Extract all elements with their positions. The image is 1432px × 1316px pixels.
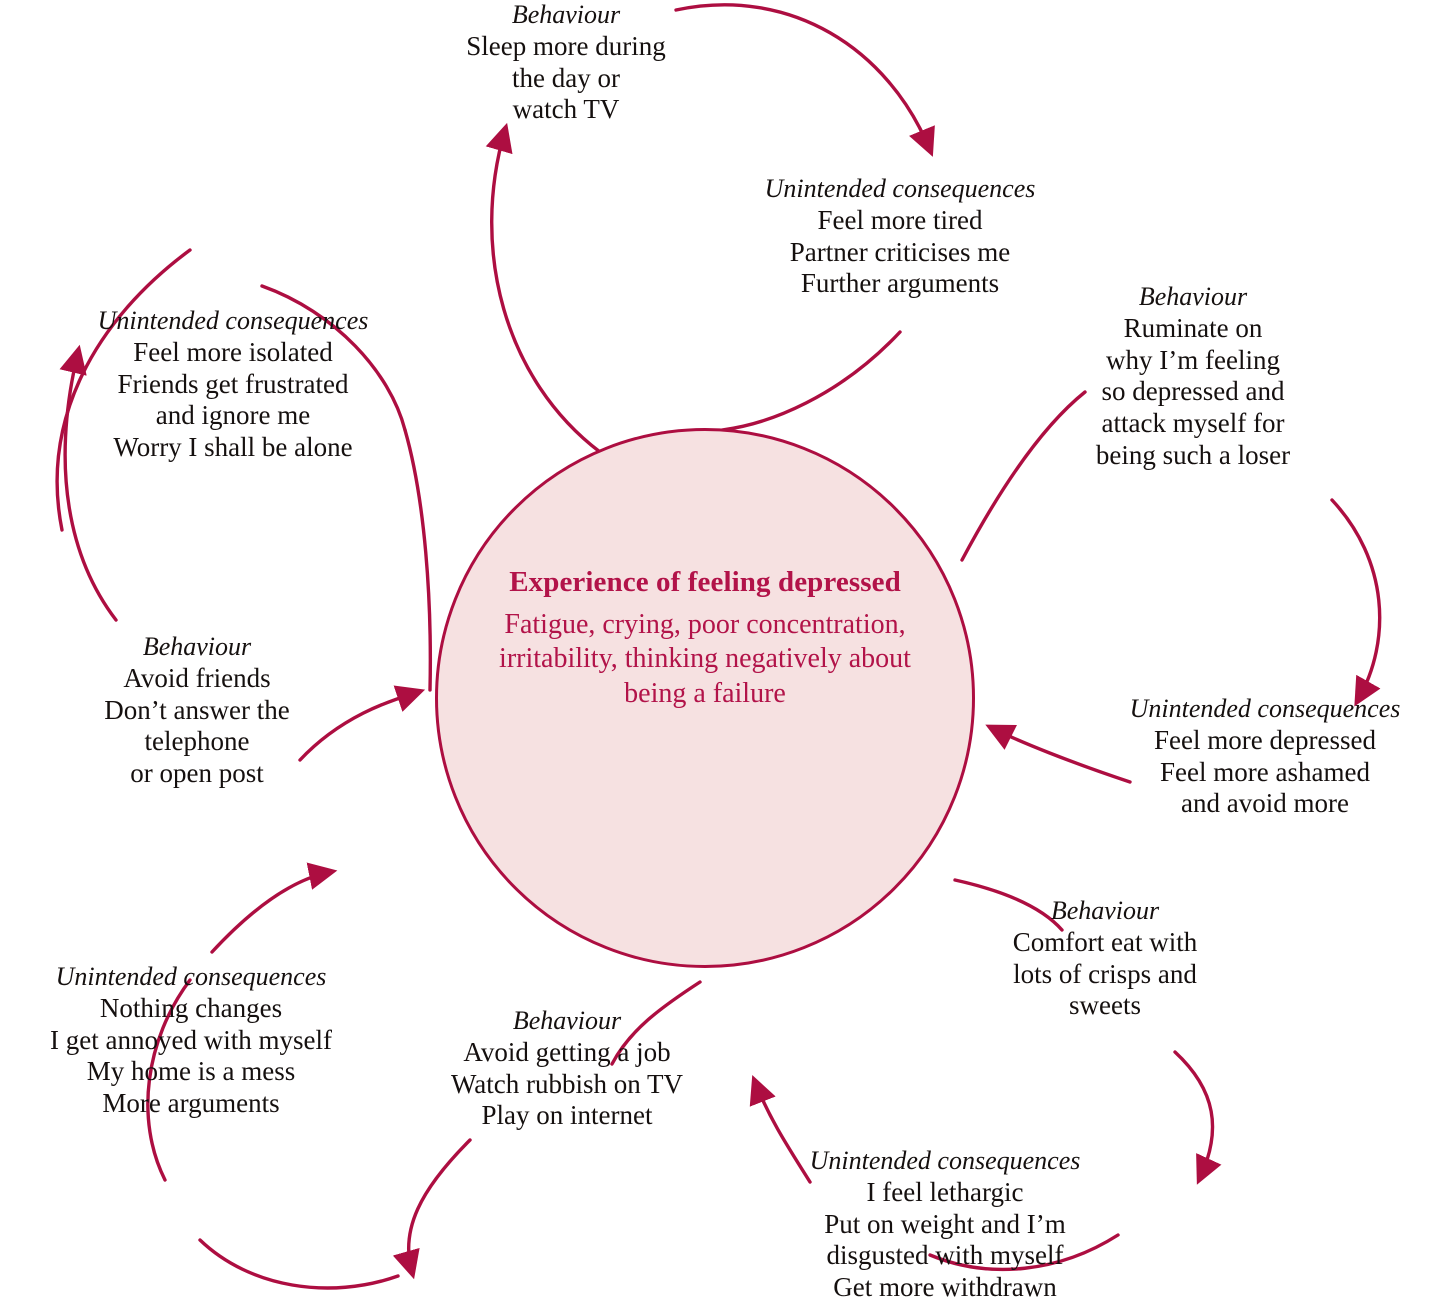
arc-bl-consequences-upper: [146, 978, 192, 1182]
arc-top-behaviour-to-consequences: [674, 3, 935, 157]
arc-bottom-consequences-return: [198, 1238, 400, 1290]
node-line: being such a loser: [1095, 440, 1291, 471]
node-line: Watch rubbish on TV: [450, 1068, 684, 1099]
arc-top-consequences-to-centre: [720, 330, 902, 432]
node-line: watch TV: [512, 94, 620, 125]
node-line: and ignore me: [155, 400, 311, 431]
node-line: Feel more depressed: [1154, 724, 1376, 755]
centre-title-line: feeling depressed: [687, 566, 901, 598]
node-kind-label: Unintended consequences: [55, 962, 327, 991]
node-line: I feel lethargic: [866, 1176, 1024, 1207]
arc-centre-to-left-consequences-2: [260, 284, 407, 432]
node-line: Feel more tired: [817, 204, 983, 235]
node-line: Avoid getting a job: [463, 1036, 671, 1067]
node-kind-label: Unintended consequences: [764, 174, 1036, 203]
arc-left-behaviour-to-centre: [298, 685, 426, 762]
node-line: Nothing changes: [99, 992, 283, 1023]
node-kind-label: Unintended consequences: [97, 306, 369, 335]
centre-body-line: thinking negatively about: [624, 643, 911, 675]
node-left-consequences: Unintended consequences Feel more isolat…: [62, 306, 404, 464]
node-line: the day or: [512, 62, 620, 93]
node-line: Further arguments: [800, 268, 1000, 299]
centre-body-line: Fatigue, crying, poor: [504, 609, 740, 641]
node-bottom-behaviour: Behaviour Avoid getting a job Watch rubb…: [412, 1006, 722, 1132]
node-line: My home is a mess: [86, 1056, 296, 1087]
node-bottom-right-behaviour: Behaviour Comfort eat with lots of crisp…: [960, 896, 1250, 1022]
node-line: sweets: [1069, 990, 1141, 1021]
node-kind-label: Behaviour: [1138, 282, 1248, 311]
node-line: Avoid friends: [123, 662, 271, 693]
node-left-behaviour: Behaviour Avoid friends Don’t answer the…: [52, 632, 342, 790]
arc-right-behaviour-to-consequences: [1330, 498, 1382, 707]
node-line: Partner criticises me: [789, 236, 1011, 267]
node-line: I get annoyed with myself: [50, 1024, 332, 1055]
node-line: Sleep more during: [466, 30, 666, 61]
node-line: Feel more isolated: [133, 336, 333, 367]
node-right-behaviour: Behaviour Ruminate on why I’m feeling so…: [1048, 282, 1338, 472]
node-line: Put on weight and I’m: [824, 1208, 1066, 1239]
node-line: so depressed and: [1101, 376, 1285, 407]
arc-left-behaviour-to-consequences: [59, 344, 118, 622]
node-line: Friends get frustrated: [117, 368, 349, 399]
node-kind-label: Unintended consequences: [809, 1146, 1081, 1175]
node-kind-label: Unintended consequences: [1129, 694, 1401, 723]
node-top-consequences: Unintended consequences Feel more tired …: [730, 174, 1070, 300]
arc-centre-to-left-consequences: [403, 428, 433, 692]
arc-right-consequences-to-centre: [985, 724, 1132, 784]
arc-centre-to-right-behaviour: [960, 390, 1087, 562]
centre-node-text: Experience of feeling depressed Fatigue,…: [470, 565, 940, 711]
centre-body-line: being a failure: [624, 677, 786, 709]
arc-br-consequences-return: [928, 1233, 1120, 1272]
node-line: telephone: [144, 726, 250, 757]
node-kind-label: Behaviour: [511, 0, 621, 29]
arc-centre-to-br-behaviour: [953, 878, 1064, 932]
node-bottom-right-consequences: Unintended consequences I feel lethargic…: [770, 1146, 1120, 1304]
centre-body-line: concentration, irritability,: [499, 609, 906, 675]
arc-bottom-behaviour-to-consequences: [392, 1138, 472, 1280]
arc-centre-to-bottom-behaviour: [610, 980, 702, 1066]
node-bottom-left-consequences: Unintended consequences Nothing changes …: [0, 962, 382, 1120]
node-line: and avoid more: [1181, 788, 1349, 819]
node-kind-label: Behaviour: [512, 1006, 622, 1035]
arc-centre-to-top-behaviour: [485, 122, 602, 454]
centre-title-line: Experience of: [509, 566, 681, 598]
node-kind-label: Behaviour: [142, 632, 252, 661]
centre-node-circle: [435, 428, 975, 968]
node-line: Play on internet: [481, 1100, 653, 1131]
arc-br-behaviour-to-consequences: [1173, 1050, 1222, 1185]
node-kind-label: Behaviour: [1050, 896, 1160, 925]
centre-title: Experience of feeling depressed: [470, 565, 940, 599]
node-right-consequences: Unintended consequences Feel more depres…: [1098, 694, 1432, 820]
arc-left-consequences-upper: [55, 248, 192, 532]
arc-br-consequences-to-centre: [749, 1075, 812, 1184]
centre-body: Fatigue, crying, poor concentration, irr…: [470, 608, 940, 710]
node-line: or open post: [130, 758, 264, 789]
node-line: Comfort eat with: [1012, 926, 1198, 957]
node-top-behaviour: Behaviour Sleep more during the day or w…: [406, 0, 726, 126]
node-line: Don’t answer the: [104, 694, 290, 725]
node-line: disgusted with myself: [826, 1240, 1064, 1271]
node-line: More arguments: [102, 1088, 280, 1119]
node-line: Worry I shall be alone: [113, 432, 353, 463]
arc-bl-consequences-to-centre: [210, 862, 338, 954]
node-line: Get more withdrawn: [833, 1272, 1057, 1303]
node-line: lots of crisps and: [1013, 958, 1197, 989]
node-line: Feel more ashamed: [1160, 756, 1370, 787]
node-line: attack myself for: [1101, 408, 1285, 439]
node-line: Ruminate on: [1123, 312, 1263, 343]
node-line: why I’m feeling: [1106, 344, 1280, 375]
